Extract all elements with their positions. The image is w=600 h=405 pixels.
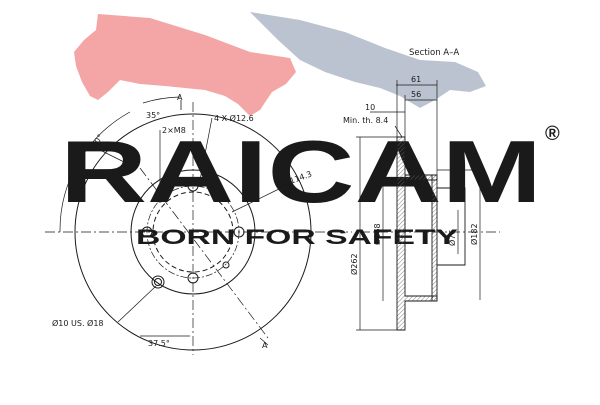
leader-section-bottom <box>259 337 269 346</box>
screw-thread-label: 2×M8 <box>162 126 186 135</box>
dia-76-label: Ø76 <box>447 230 457 246</box>
bolt-hole <box>187 272 199 284</box>
dia-182-label: Ø182 <box>469 223 479 245</box>
section-title: Section A–A <box>409 48 459 58</box>
leader-bolt-holes <box>199 117 213 181</box>
panther-icon <box>74 14 296 116</box>
slogan-text: BORN FOR SAFETY <box>136 226 458 249</box>
brand-wordmark: RAICAM ® <box>60 122 560 221</box>
section-marker-bottom: A <box>262 341 268 350</box>
dia-168-label: Ø168 <box>372 223 382 245</box>
centre-bore-label: Ø10 US. Ø18 <box>52 318 104 328</box>
dia-262-label: Ø262 <box>349 253 359 275</box>
bolt-holes-label: 4 X Ø12.6 <box>214 113 254 123</box>
section-marker-top: A <box>177 93 183 102</box>
angle-arc-top <box>142 96 181 104</box>
section-view: Section A–A 61 56 10 Min. th. 8.4 Ø262 Ø… <box>343 48 500 331</box>
dim-61-label: 61 <box>411 75 421 84</box>
dim-10-label: 10 <box>365 103 375 112</box>
hat-wall <box>431 174 438 302</box>
leader-90 <box>99 149 125 163</box>
bolt-hole <box>233 226 245 238</box>
centering-hole-inner <box>154 278 162 286</box>
front-view <box>45 96 352 355</box>
min-thickness-label: Min. th. 8.4 <box>343 116 388 125</box>
min-th-leader <box>394 125 403 138</box>
screw-hole <box>222 261 230 269</box>
registered-mark: ® <box>545 123 560 145</box>
bolt-hole <box>187 180 199 192</box>
centering-hole <box>151 275 165 289</box>
bolt-hole <box>141 226 153 238</box>
section-dimension-lines <box>356 80 500 331</box>
angle-arc <box>59 111 131 233</box>
leader-centre <box>117 285 157 323</box>
watermark: RAICAM ® BORN FOR SAFETY <box>60 12 560 249</box>
brand-text: RAICAM <box>60 122 542 221</box>
angle-35-label: 35° <box>146 111 160 120</box>
panther-shadow-icon <box>250 12 486 108</box>
dim-56-label: 56 <box>411 90 421 99</box>
leader-pcd <box>231 185 286 213</box>
hub-outline <box>437 187 466 266</box>
angle-37-5-label: 37.5° <box>148 339 170 348</box>
